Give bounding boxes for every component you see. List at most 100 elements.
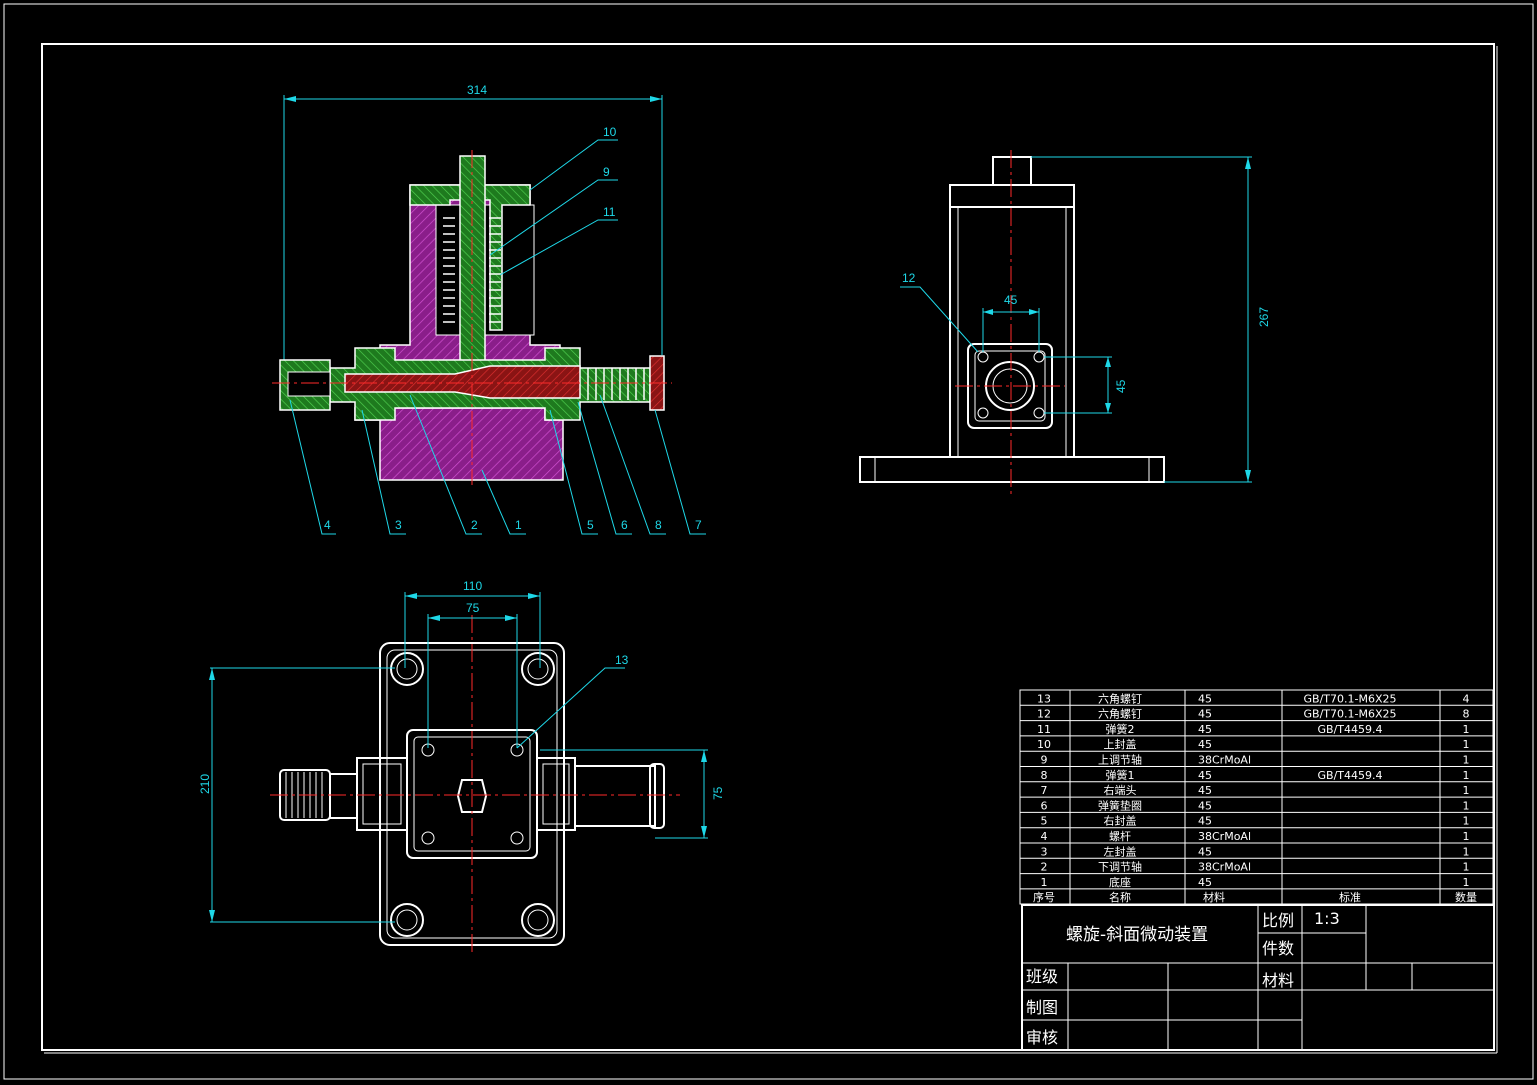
dim-front-width: 314 — [467, 83, 487, 97]
lower-spindle — [344, 365, 581, 399]
class-label: 班级 — [1026, 967, 1058, 986]
bom-cell-qty: 1 — [1463, 845, 1470, 858]
svg-text:5: 5 — [587, 518, 594, 532]
scale-value: 1:3 — [1314, 909, 1340, 928]
top-view: 110 75 210 75 13 — [198, 579, 725, 955]
svg-text:12: 12 — [902, 271, 916, 285]
bom-cell-name: 六角螺钉 — [1098, 692, 1142, 705]
bom-cell-no: 5 — [1041, 815, 1048, 828]
right-spring — [587, 368, 645, 400]
bom-header-name: 名称 — [1109, 890, 1131, 904]
bom-cell-no: 8 — [1041, 769, 1048, 782]
dim-top-flange: 75 — [711, 786, 725, 800]
bom-header-standard: 标准 — [1339, 890, 1361, 904]
dim-side-height: 267 — [1257, 307, 1271, 327]
bom-cell-qty: 1 — [1463, 769, 1470, 782]
svg-text:11: 11 — [603, 205, 616, 219]
bom-cell-material: 38CrMoAl — [1198, 830, 1251, 843]
bom-cell-no: 12 — [1037, 708, 1051, 721]
count-label: 件数 — [1262, 939, 1294, 958]
review-label: 审核 — [1026, 1028, 1058, 1047]
bom-cell-name: 上封盖 — [1104, 737, 1137, 751]
top-cover — [409, 184, 531, 331]
bom-cell-name: 右封盖 — [1104, 814, 1137, 828]
svg-text:9: 9 — [603, 165, 610, 179]
bom-cell-no: 6 — [1041, 799, 1048, 812]
bom-cell-qty: 1 — [1463, 799, 1470, 812]
svg-text:8: 8 — [655, 518, 662, 532]
bom-cell-qty: 1 — [1463, 830, 1470, 843]
bom-cell-qty: 1 — [1463, 876, 1470, 889]
bom-cell-qty: 1 — [1463, 754, 1470, 767]
bom-cell-no: 3 — [1041, 845, 1048, 858]
side-view: 267 45 45 12 — [859, 150, 1271, 495]
svg-text:4: 4 — [324, 518, 331, 532]
bom-cell-material: 38CrMoAl — [1198, 861, 1251, 874]
scale-label: 比例 — [1262, 911, 1294, 930]
bom-cell-material: 45 — [1198, 784, 1212, 797]
title-block: 螺旋-斜面微动装置 比例 1:3 件数 材料 班级 制图 审核 — [1021, 904, 1495, 1051]
bom-cell-name: 弹簧2 — [1106, 722, 1135, 736]
bom-cell-standard: GB/T4459.4 — [1318, 723, 1383, 736]
sheet-outer-border — [3, 3, 1534, 1080]
bom-cell-no: 11 — [1037, 723, 1051, 736]
bom-cell-no: 4 — [1041, 830, 1048, 843]
bom-cell-material: 45 — [1198, 876, 1212, 889]
bom-cell-no: 2 — [1041, 861, 1048, 874]
dim-top-outer: 110 — [463, 579, 482, 593]
drawn-label: 制图 — [1026, 998, 1058, 1017]
bom-cell-material: 45 — [1198, 723, 1212, 736]
bom-cell-standard: GB/T70.1-M6X25 — [1304, 692, 1397, 705]
bom-cell-name: 弹簧1 — [1106, 768, 1135, 782]
svg-text:6: 6 — [621, 518, 628, 532]
bom-cell-qty: 4 — [1463, 692, 1470, 705]
bom-cell-name: 底座 — [1109, 875, 1131, 889]
svg-text:7: 7 — [695, 518, 702, 532]
bom-cell-material: 45 — [1198, 815, 1212, 828]
dim-side-spacing-v: 45 — [1114, 379, 1128, 393]
front-section-view: 314 10 9 — [272, 83, 706, 535]
bom-cell-standard: GB/T4459.4 — [1318, 769, 1383, 782]
material-label: 材料 — [1262, 971, 1294, 990]
bom-cell-qty: 1 — [1463, 861, 1470, 874]
bom-cell-material: 45 — [1198, 738, 1212, 751]
bom-cell-material: 45 — [1198, 692, 1212, 705]
bom-cell-no: 7 — [1041, 784, 1048, 797]
svg-text:3: 3 — [395, 518, 402, 532]
drawing-title: 螺旋-斜面微动装置 — [1066, 925, 1208, 945]
bom-cell-qty: 8 — [1463, 708, 1470, 721]
bom-cell-qty: 1 — [1463, 815, 1470, 828]
bom-cell-name: 右端头 — [1104, 783, 1137, 797]
bom-cell-material: 38CrMoAl — [1198, 754, 1251, 767]
bom-cell-name: 弹簧垫圈 — [1098, 798, 1142, 812]
front-callouts: 10 9 11 4 3 2 1 5 6 8 7 — [289, 125, 706, 535]
bom-header-qty: 数量 — [1455, 891, 1477, 904]
bom-cell-standard: GB/T70.1-M6X25 — [1304, 708, 1397, 721]
bom-cell-material: 45 — [1198, 799, 1212, 812]
bom-cell-no: 9 — [1041, 754, 1048, 767]
bom-header-no: 序号 — [1033, 890, 1055, 904]
bom-cell-no: 10 — [1037, 738, 1051, 751]
bom-cell-name: 下调节轴 — [1098, 860, 1142, 874]
svg-text:10: 10 — [603, 125, 617, 139]
bom-header-material: 材料 — [1203, 890, 1225, 904]
bom-cell-name: 左封盖 — [1104, 844, 1137, 858]
dim-top-height: 210 — [198, 774, 212, 794]
bom-cell-qty: 1 — [1463, 723, 1470, 736]
svg-text:1: 1 — [515, 518, 522, 532]
bom-cell-material: 45 — [1198, 769, 1212, 782]
bom-cell-no: 13 — [1037, 692, 1051, 705]
bom-cell-material: 45 — [1198, 708, 1212, 721]
bom-cell-name: 螺杆 — [1109, 829, 1131, 843]
svg-text:13: 13 — [615, 653, 629, 667]
bom-cell-qty: 1 — [1463, 738, 1470, 751]
bom-cell-no: 1 — [1041, 876, 1048, 889]
drawing-frame — [41, 43, 1495, 1051]
bom-cell-material: 45 — [1198, 845, 1212, 858]
bom-cell-qty: 1 — [1463, 784, 1470, 797]
bom-cell-name: 六角螺钉 — [1098, 708, 1142, 721]
upper-springs — [443, 217, 501, 323]
dim-side-spacing-h: 45 — [1004, 293, 1018, 307]
